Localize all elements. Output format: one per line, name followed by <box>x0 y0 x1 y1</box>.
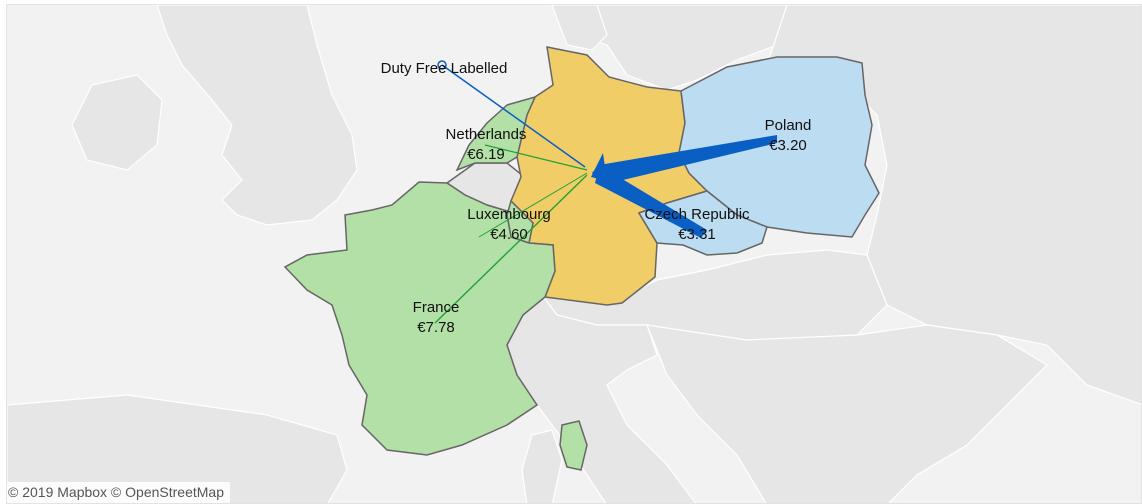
map-canvas[interactable]: Duty Free Labelled Netherlands €6.19 Lux… <box>7 5 1142 504</box>
netherlands[interactable] <box>455 95 537 172</box>
flow-arrowhead <box>591 153 607 181</box>
flow-arrow-poland <box>592 135 777 185</box>
country-name-poland: Poland <box>765 117 812 134</box>
country-name-france: France <box>413 299 460 316</box>
country-value-luxembourg: €4.60 <box>490 226 528 243</box>
flow-line-france <box>434 174 588 324</box>
flow-line-luxembourg <box>478 172 588 238</box>
labels: Duty Free Labelled Netherlands €6.19 Lux… <box>381 60 812 336</box>
flow-arrow-czech <box>595 175 707 238</box>
background-land <box>7 5 1141 503</box>
country-name-luxembourg: Luxembourg <box>467 206 550 223</box>
country-value-poland: €3.20 <box>769 137 807 154</box>
country-value-netherlands: €6.19 <box>467 146 505 163</box>
poland[interactable] <box>678 56 880 238</box>
country-name-netherlands: Netherlands <box>446 126 527 143</box>
france[interactable] <box>283 181 556 456</box>
flow-line-netherlands <box>484 144 588 171</box>
flow-lines <box>434 64 777 324</box>
czech-republic[interactable] <box>637 190 768 256</box>
country-name-czech-republic: Czech Republic <box>644 206 750 223</box>
origin-marker[interactable] <box>437 60 447 70</box>
map-attribution[interactable]: © 2019 Mapbox © OpenStreetMap <box>7 482 230 503</box>
country-value-france: €7.78 <box>417 319 455 336</box>
flow-line-duty-free <box>441 64 586 168</box>
corsica[interactable] <box>559 420 588 471</box>
country-value-czech-republic: €3.31 <box>678 226 716 243</box>
map-view[interactable]: Duty Free Labelled Netherlands €6.19 Lux… <box>6 4 1142 504</box>
origin-label: Duty Free Labelled <box>381 60 508 77</box>
